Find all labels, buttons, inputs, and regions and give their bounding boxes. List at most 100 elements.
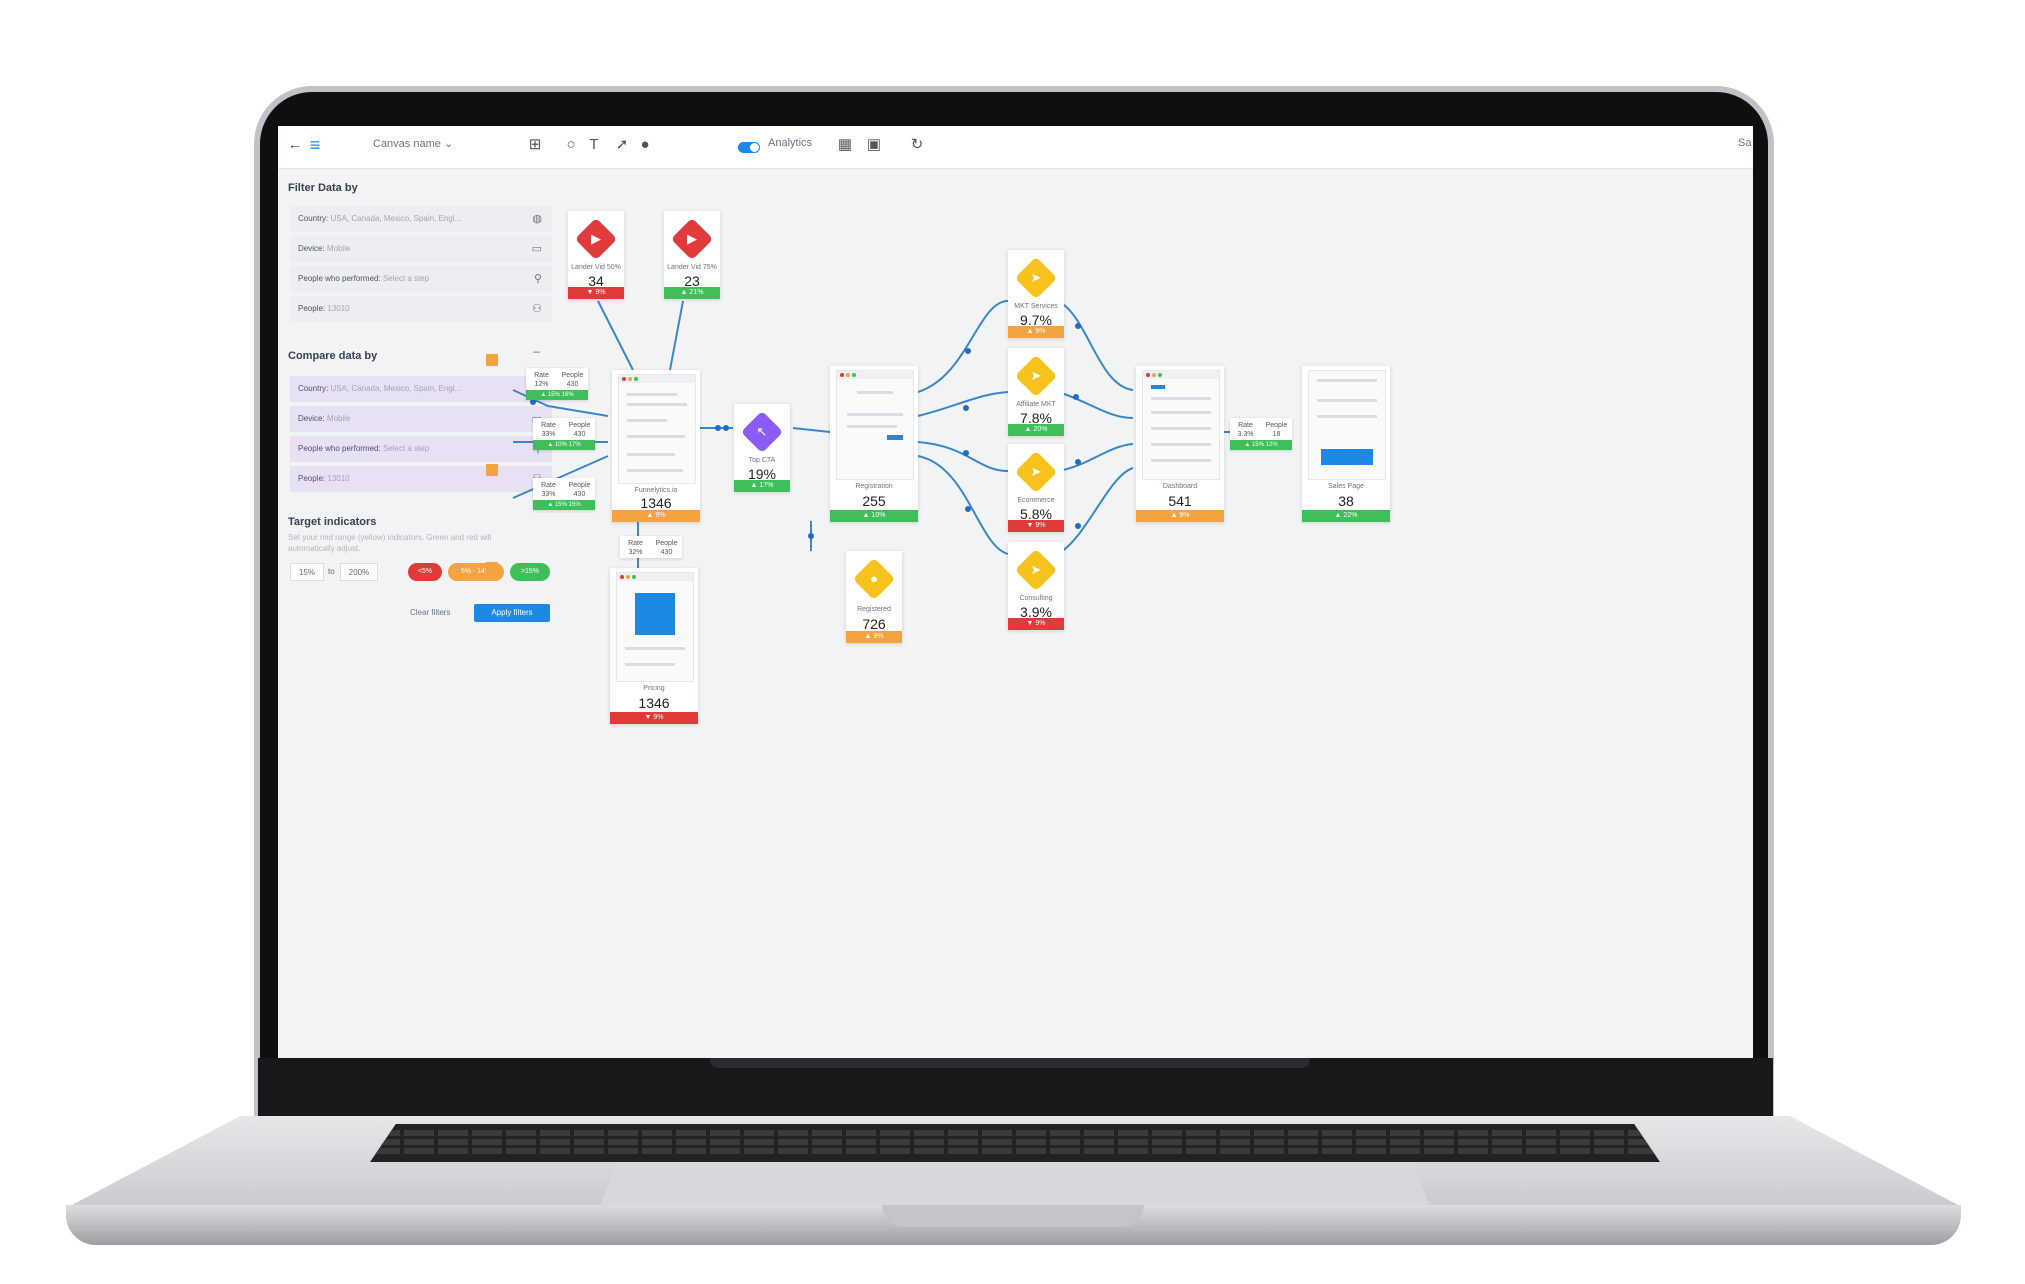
compare-performed[interactable]: People who performed: Select a step ⚲ bbox=[290, 436, 552, 462]
node-label: MKT Services bbox=[1014, 303, 1058, 310]
laptop-hinge bbox=[710, 1058, 1310, 1068]
trackpad bbox=[600, 1163, 1430, 1207]
marker bbox=[486, 464, 498, 476]
node-lander-75[interactable]: ▶ Lander Vid 75% 23 ▲ 21% bbox=[664, 211, 720, 299]
node-change: ▲ 9% bbox=[612, 510, 700, 522]
pill-red[interactable]: <5% bbox=[408, 563, 442, 581]
node-value: 255 bbox=[862, 493, 886, 509]
stat-b: 16% bbox=[561, 392, 574, 398]
canvas-name-label: Canvas name bbox=[373, 138, 441, 150]
stat-a: ▲ 15% bbox=[1244, 442, 1264, 448]
shape-icon[interactable]: ○ bbox=[566, 136, 576, 153]
stat-a: ▲ 15% bbox=[540, 392, 560, 398]
filter-value: 13010 bbox=[327, 304, 350, 313]
send-icon: ➤ bbox=[1030, 562, 1042, 577]
node-mkt-services[interactable]: ➤ MKT Services 9.7% ▲ 9% bbox=[1008, 250, 1064, 338]
compare-title: Compare data by bbox=[288, 350, 378, 362]
back-arrow-icon[interactable]: ← bbox=[287, 136, 303, 153]
page-thumbnail bbox=[618, 374, 696, 484]
range-to-input[interactable]: 200% bbox=[340, 563, 378, 581]
node-change: ▲ 10% bbox=[830, 510, 918, 522]
stat-people-label: People bbox=[655, 540, 678, 547]
node-ecommerce[interactable]: ➤ Ecommerce 5.8% ▼ 9% bbox=[1008, 444, 1064, 532]
grid-icon[interactable]: ▦ bbox=[837, 136, 853, 153]
stat-rate: 32% bbox=[628, 549, 643, 556]
page-thumbnail bbox=[616, 572, 694, 682]
filter-title: Filter Data by bbox=[288, 182, 358, 194]
stat-people: 430 bbox=[660, 549, 673, 556]
calendar-icon[interactable]: ▣ bbox=[866, 136, 882, 153]
compare-country[interactable]: Country: USA, Canada, Mexico, Spain, Eng… bbox=[290, 376, 552, 402]
node-change: ▲ 9% bbox=[846, 631, 902, 643]
stat-people-label: People bbox=[568, 422, 591, 429]
apply-filters-button[interactable]: Apply filters bbox=[474, 604, 550, 622]
stat-rate: 12% bbox=[534, 381, 549, 388]
node-registration[interactable]: Registration 255 ▲ 10% bbox=[830, 366, 918, 522]
analytics-label: Analytics bbox=[768, 137, 813, 149]
send-icon: ➤ bbox=[1030, 368, 1042, 383]
clear-filters-link[interactable]: Clear filters bbox=[410, 608, 451, 617]
send-icon: ➤ bbox=[1030, 270, 1042, 285]
stat-rate-label: Rate bbox=[1238, 422, 1253, 429]
node-affiliate-mkt[interactable]: ➤ Affiliate MKT 7.8% ▲ 20% bbox=[1008, 348, 1064, 436]
analytics-toggle[interactable] bbox=[738, 142, 760, 153]
video-icon: ▶ bbox=[591, 231, 601, 246]
filter-people[interactable]: People: 13010 ⚇ bbox=[290, 296, 552, 322]
filter-value: Select a step bbox=[382, 274, 430, 283]
range-to-word: to bbox=[328, 567, 335, 576]
stat-people-label: People bbox=[1265, 422, 1288, 429]
marker bbox=[486, 562, 498, 574]
node-value: 5.8% bbox=[1020, 506, 1052, 522]
chevron-down-icon: ⌄ bbox=[443, 138, 454, 150]
node-change: ▼ 9% bbox=[1008, 618, 1064, 630]
node-dashboard[interactable]: Dashboard 541 ▲ 9% bbox=[1136, 366, 1224, 522]
stat-people: 18 bbox=[1272, 431, 1281, 438]
compare-people[interactable]: People: 13010 ⚇ bbox=[290, 466, 552, 492]
node-value: 38 bbox=[1338, 493, 1354, 509]
node-label: Funnelytics.io bbox=[634, 487, 678, 494]
node-consulting[interactable]: ➤ Consulting 3.9% ▼ 9% bbox=[1008, 542, 1064, 630]
refresh-icon[interactable]: ↻ bbox=[910, 136, 924, 153]
node-lander-50[interactable]: ▶ Lander Vid 50% 34 ▼ 9% bbox=[568, 211, 624, 299]
node-sales-page[interactable]: Sales Page 38 ▲ 22% bbox=[1302, 366, 1390, 522]
pointer-icon[interactable]: ➚ bbox=[615, 136, 629, 153]
range-from-input[interactable]: 15% bbox=[290, 563, 324, 581]
node-pricing[interactable]: Pricing 1346 ▼ 9% bbox=[610, 568, 698, 724]
target-hint: Set your mid range (yellow) indicators. … bbox=[288, 533, 492, 553]
filter-label: People: bbox=[298, 304, 326, 313]
text-tool-icon[interactable]: T bbox=[589, 136, 599, 153]
filter-label: Device: bbox=[298, 414, 325, 423]
filter-country[interactable]: Country: USA, Canada, Mexico, Spain, Eng… bbox=[290, 206, 552, 232]
filter-performed[interactable]: People who performed: Select a step ⚲ bbox=[290, 266, 552, 292]
filter-value: USA, Canada, Mexico, Spain, Engl... bbox=[330, 384, 462, 393]
stat-rate: 33% bbox=[541, 431, 556, 438]
node-label: Dashboard bbox=[1162, 483, 1198, 490]
stat-a: ▲ 10% bbox=[547, 442, 567, 448]
canvas-name-dropdown[interactable]: Canvas name ⌄ bbox=[373, 137, 453, 150]
laptop-notch bbox=[882, 1205, 1144, 1227]
filter-device[interactable]: Device: Mobile ▭ bbox=[290, 236, 552, 262]
filter-value: USA, Canada, Mexico, Spain, Engl... bbox=[330, 214, 462, 223]
node-value: 1346 bbox=[638, 695, 670, 711]
page-thumbnail bbox=[836, 370, 914, 480]
node-value: 1346 bbox=[640, 495, 672, 511]
device-icon: ▭ bbox=[531, 243, 542, 255]
stat-people: 430 bbox=[573, 491, 586, 498]
stat-rate-label: Rate bbox=[534, 372, 549, 379]
user-icon: ● bbox=[870, 571, 878, 586]
pill-green[interactable]: >15% bbox=[510, 563, 550, 581]
node-funnelytics[interactable]: Funnelytics.io 1346 ▲ 9% bbox=[612, 370, 700, 522]
stat-people-label: People bbox=[568, 482, 591, 489]
app-logo-icon[interactable]: ≡ bbox=[309, 135, 321, 155]
collapse-icon[interactable]: – bbox=[533, 344, 540, 358]
save-label-partial[interactable]: Sa bbox=[1738, 137, 1752, 149]
add-step-icon[interactable]: ⊞ bbox=[528, 136, 542, 153]
compare-device[interactable]: Device: Mobile ▭ bbox=[290, 406, 552, 432]
node-top-cta[interactable]: ↖ Top CTA 19% ▲ 17% bbox=[734, 404, 790, 492]
hand-icon[interactable]: ● bbox=[640, 136, 650, 153]
node-registered[interactable]: ● Registered 726 ▲ 9% bbox=[846, 551, 902, 643]
node-change: ▲ 9% bbox=[1136, 510, 1224, 522]
stat-people-label: People bbox=[561, 372, 584, 379]
